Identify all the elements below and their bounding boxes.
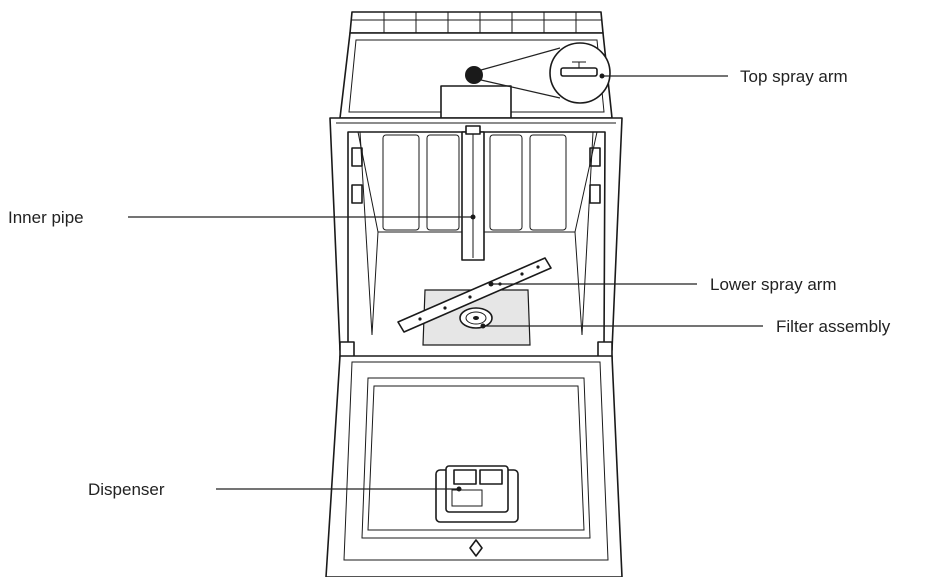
leader-lines bbox=[128, 73, 763, 492]
top-panel bbox=[349, 11, 604, 34]
top-spray-arm-callout bbox=[465, 42, 611, 104]
filter-assembly-part bbox=[459, 307, 493, 329]
lower-spray-arm-part bbox=[397, 257, 552, 333]
door-latch bbox=[469, 539, 483, 557]
label-dispenser: Dispenser bbox=[88, 480, 165, 499]
label-lower-spray-arm: Lower spray arm bbox=[710, 275, 837, 294]
label-filter-assembly: Filter assembly bbox=[776, 317, 891, 336]
label-inner-pipe: Inner pipe bbox=[8, 208, 84, 227]
dispenser-part bbox=[435, 465, 519, 523]
label-top-spray-arm: Top spray arm bbox=[740, 67, 848, 86]
inner-pipe bbox=[461, 125, 485, 261]
